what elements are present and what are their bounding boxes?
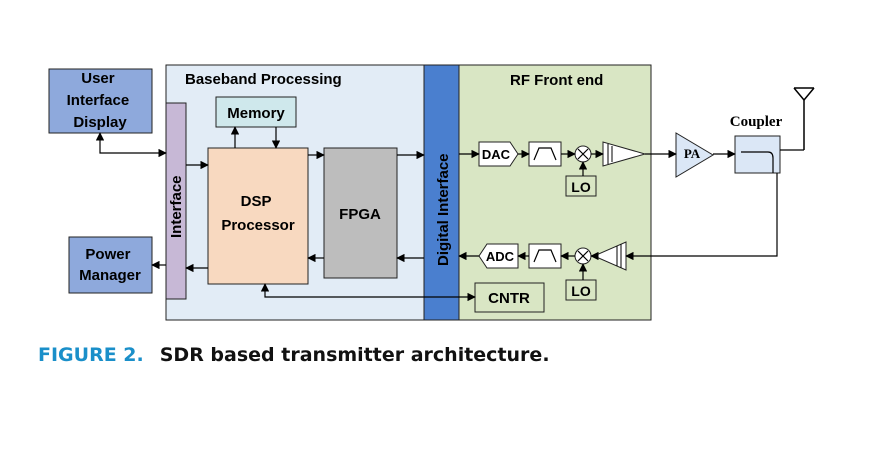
adc-block [478, 243, 519, 269]
coupler-icon [741, 151, 774, 173]
caption-text: SDR based transmitter architecture. [159, 344, 550, 366]
fpga-label: FPGA [339, 206, 381, 223]
dsp-cntr-link [260, 283, 476, 302]
digital-interface-bar [423, 64, 460, 321]
tx-bandpass-filter [528, 141, 562, 167]
rf-frontend-region [458, 64, 652, 321]
tx-filter-icon [533, 147, 557, 161]
memory-label: Memory [227, 105, 285, 122]
rf-frontend-title: RF Front end [510, 72, 603, 89]
tx-lo-block [565, 175, 597, 197]
cntr-label: CNTR [488, 290, 530, 307]
dsp-processor-block [207, 147, 309, 285]
rx-lo-label: LO [571, 283, 591, 299]
dsp-processor-label: DSP Processor [221, 193, 295, 234]
power-manager-label: Power Manager [79, 246, 141, 284]
figure-caption: FIGURE 2. SDR based transmitter architect… [38, 344, 550, 366]
memory-block [215, 96, 297, 128]
rx-filter-icon [533, 249, 557, 263]
interface-label: Interface [168, 175, 185, 238]
dac-block [478, 141, 519, 167]
ui-display-link [95, 132, 167, 158]
dac-label: DAC [482, 147, 511, 162]
connections [95, 126, 804, 302]
adc-label: ADC [486, 249, 515, 264]
ui-display-block [48, 68, 153, 134]
antenna-icon [793, 87, 815, 150]
caption-label: FIGURE 2. [38, 344, 144, 366]
rx-lo-block [565, 279, 597, 301]
digital-interface-label: Digital Interface [435, 153, 452, 266]
coupler-feedback [625, 173, 778, 261]
baseband-title: Baseband Processing [185, 71, 342, 88]
coupler-label: Coupler [730, 114, 783, 130]
tx-lo-label: LO [571, 179, 591, 195]
pa-label: PA [684, 146, 701, 161]
cntr-block [474, 282, 545, 313]
ui-display-label: User Interface Display [67, 70, 134, 131]
fpga-block [323, 147, 398, 279]
rx-bandpass-filter [528, 243, 562, 269]
interface-bar [165, 102, 187, 300]
